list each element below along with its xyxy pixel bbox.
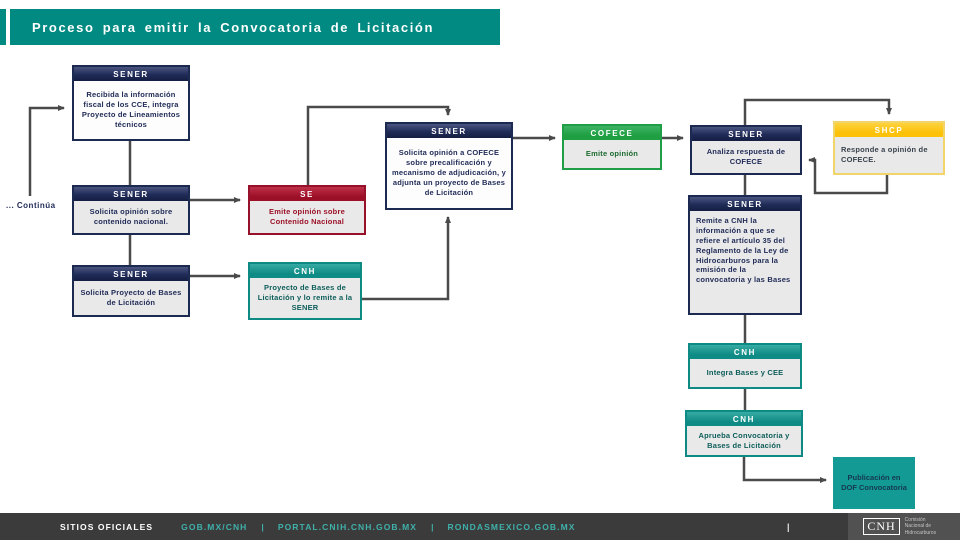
box-body: Recibida la información fiscal de los CC… [74, 81, 188, 139]
footer-link-portal[interactable]: PORTAL.CNIH.CNH.GOB.MX [277, 521, 418, 532]
box-header: SHCP [835, 123, 943, 137]
title-accent-strip [0, 9, 6, 45]
cnh-logo: CNH Comisión Nacional de Hidrocarburos [848, 513, 960, 540]
flow-box-cofece-emite-opinion: COFECE Emite opinión [562, 124, 662, 170]
flow-box-cnh-integra-bases: CNH Integra Bases y CEE [688, 343, 802, 389]
box-header: CNH [250, 264, 360, 278]
box-body: Integra Bases y CEE [690, 359, 800, 387]
footer-link-gobmx[interactable]: GOB.MX/CNH [181, 521, 248, 532]
box-body: Remite a CNH la información a que se ref… [690, 211, 800, 313]
connector-cnhaprueba-to-publicacion [742, 457, 827, 483]
box-header: CNH [690, 345, 800, 359]
flow-box-sener-solicita-cofece: SENER Solicita opinión a COFECE sobre pr… [385, 122, 513, 210]
box-header: COFECE [564, 126, 660, 140]
box-body: Proyecto de Bases de Licitación y lo rem… [250, 278, 360, 318]
flow-box-sener-contenido-nacional: SENER Solicita opinión sobre contenido n… [72, 185, 190, 235]
box-body: Solicita Proyecto de Bases de Licitación [74, 281, 188, 315]
box-header: SE [250, 187, 364, 201]
box-header: SENER [74, 187, 188, 201]
flow-box-sener-remite-cnh: SENER Remite a CNH la información a que … [688, 195, 802, 315]
box-body: Aprueba Convocatoria y Bases de Licitaci… [687, 426, 801, 455]
footer-link-rondas[interactable]: RONDASMEXICO.GOB.MX [447, 521, 576, 532]
page-title: Proceso para emitir la Convocatoria de L… [32, 19, 434, 35]
footer-right-separator: | [787, 521, 790, 532]
footer-bar: SITIOS OFICIALES GOB.MX/CNH | PORTAL.CNI… [0, 513, 960, 540]
footer-label: SITIOS OFICIALES [60, 521, 154, 532]
flow-box-sener-solicita-proyecto: SENER Solicita Proyecto de Bases de Lici… [72, 265, 190, 317]
box-body: Emite opinión sobre Contenido Nacional [250, 201, 364, 233]
cnh-logo-acronym: CNH [863, 518, 900, 535]
cnh-logo-caption: Comisión Nacional de Hidrocarburos [904, 517, 937, 536]
box-header: CNH [687, 412, 801, 426]
continua-label: ... Continúa [6, 201, 56, 210]
flow-box-se-emite-opinion: SE Emite opinión sobre Contenido Naciona… [248, 185, 366, 235]
footer-separator: | [431, 521, 434, 532]
box-header: SENER [690, 197, 800, 211]
flow-box-cnh-aprueba-convocatoria: CNH Aprueba Convocatoria y Bases de Lici… [685, 410, 803, 457]
flow-box-cnh-proyecto-bases: CNH Proyecto de Bases de Licitación y lo… [248, 262, 362, 320]
flow-box-sener-lineamientos: SENER Recibida la información fiscal de … [72, 65, 190, 141]
box-body: Analiza respuesta de COFECE [692, 141, 800, 173]
box-header: SENER [387, 124, 511, 138]
box-body: Publicación en DOF Convocatoria [841, 472, 907, 492]
flow-box-shcp-responde: SHCP Responde a opinión de COFECE. [833, 121, 945, 175]
flow-box-publicacion-dof: Publicación en DOF Convocatoria [833, 457, 915, 509]
connector-continua-to-sener1 [28, 105, 65, 196]
box-header: SENER [74, 267, 188, 281]
title-bar: Proceso para emitir la Convocatoria de L… [10, 9, 500, 45]
connector-cnhproyecto-to-senercofece [362, 216, 451, 301]
flow-box-sener-analiza-cofece: SENER Analiza respuesta de COFECE [690, 125, 802, 175]
box-body: Emite opinión [564, 140, 660, 168]
box-body: Solicita opinión sobre contenido naciona… [74, 201, 188, 233]
footer-separator: | [261, 521, 264, 532]
box-header: SENER [74, 67, 188, 81]
box-header: SENER [692, 127, 800, 141]
box-body: Responde a opinión de COFECE. [835, 137, 943, 173]
box-body: Solicita opinión a COFECE sobre precalif… [387, 138, 511, 208]
